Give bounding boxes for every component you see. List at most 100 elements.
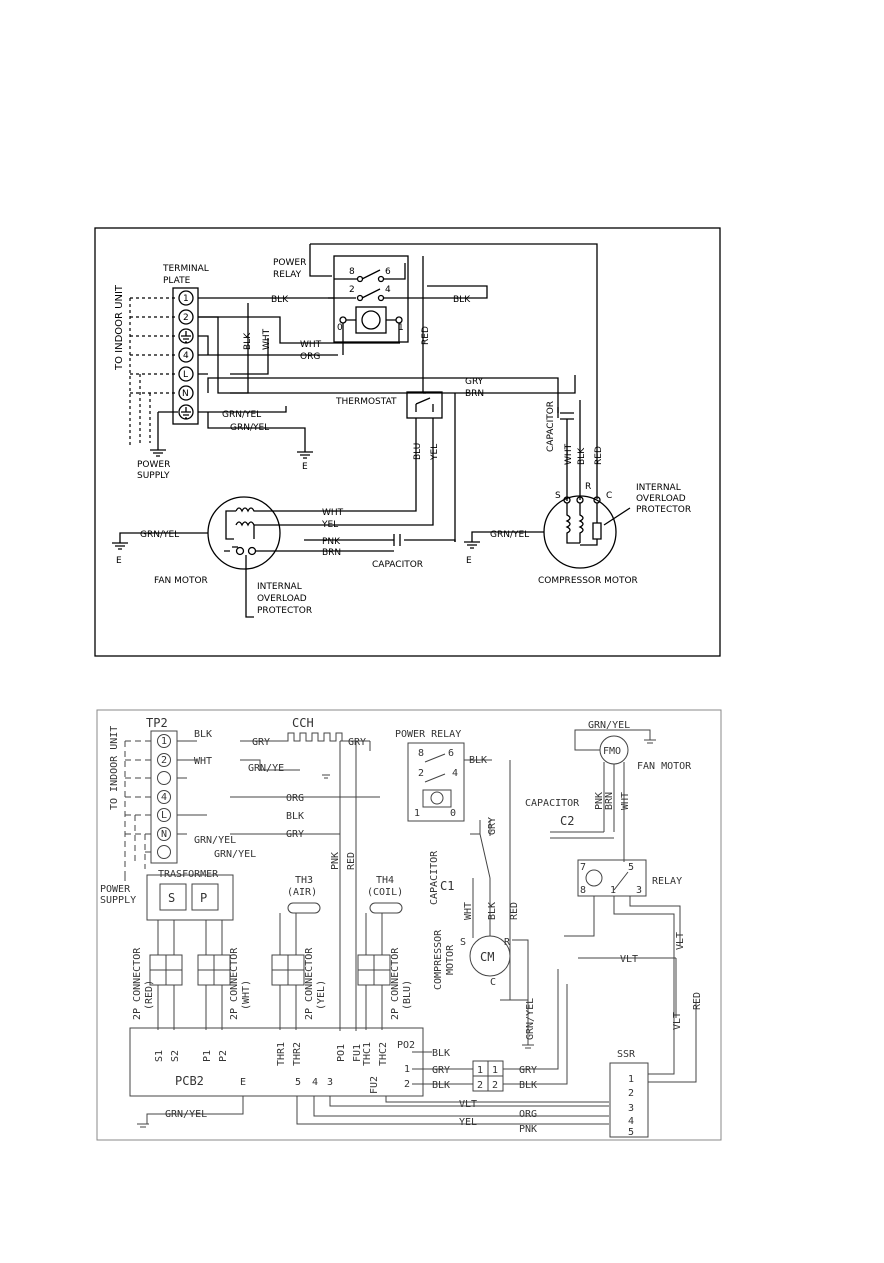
relay-pin-2: 2: [349, 285, 355, 295]
pcb2-box: [129, 1027, 424, 1097]
relay-pin-4: 4: [385, 285, 391, 295]
d2-indoor-dashed: [124, 740, 152, 871]
th4-sensor: [369, 902, 403, 914]
terminal-4: 4: [183, 351, 189, 361]
to-indoor-unit-label: TO INDOOR UNIT: [114, 284, 125, 371]
d2-wire-blk-3: BLK: [469, 755, 487, 766]
d2-wire-grnyel-2: GRN/YEL: [214, 849, 256, 860]
d2-fan-pnk: PNK: [594, 792, 605, 810]
transformer-label: TRASFORMER: [158, 869, 219, 880]
ssr-3: 3: [628, 1103, 634, 1114]
cn-1a: 1: [477, 1065, 483, 1076]
terminal-plate: [172, 287, 199, 425]
wire-grnyel-1: GRN/YEL: [222, 410, 261, 420]
compressor-motor-label: COMPRESSOR MOTOR: [538, 576, 638, 586]
iop-fan-2: OVERLOAD: [257, 594, 307, 604]
iop-fan-1: INTERNAL: [257, 582, 302, 592]
wire-wht-2: WHT: [300, 340, 322, 350]
conn-red-1: 2P CONNECTOR: [132, 947, 143, 1020]
d2-comp-wires: [470, 760, 529, 1001]
cch-label: CCH: [292, 716, 314, 730]
fan-wires: [304, 490, 456, 552]
d2-wire-blk-1: BLK: [194, 729, 212, 740]
wire-pnk: PNK: [322, 537, 341, 547]
d2-capacitor-v-label: CAPACITOR: [429, 850, 440, 905]
supply-ground: [150, 411, 178, 457]
wire-grnyel-2: GRN/YEL: [230, 423, 269, 433]
pcb-pin-po1: PO1: [336, 1044, 347, 1062]
d2-relay-0: 0: [450, 808, 456, 819]
th3-sensor: [287, 902, 321, 914]
relay-num-5: 5: [628, 862, 634, 873]
d2-comp-label-2: MOTOR: [445, 944, 456, 975]
d2-wire-grnyel-5: GRN/YEL: [588, 720, 630, 731]
power-relay-box: [333, 255, 409, 343]
wire-blu: BLU: [413, 443, 423, 460]
fan-windings: [224, 507, 304, 552]
th3-label-1: TH3: [295, 875, 313, 886]
relay-pin-8: 8: [349, 267, 355, 277]
cn-1b: 1: [492, 1065, 498, 1076]
d2-relay-wires: [564, 871, 681, 1075]
relay-wires: [309, 243, 598, 444]
wire-brn: BRN: [465, 389, 484, 399]
iop-comp-arrow: [603, 507, 631, 526]
d2-fan-wht: WHT: [620, 792, 631, 810]
d2-wire-vlt-3: VLT: [620, 954, 638, 965]
terminal-l: L: [183, 370, 188, 380]
d2-wire-grnyel-4: GRN/YEL: [525, 998, 536, 1040]
d2-wire-pnk-2: PNK: [519, 1124, 537, 1135]
d2-relay-8: 8: [418, 748, 424, 759]
d2-wire-grnye: GRN/YE: [248, 763, 284, 774]
ground-symbols: [181, 331, 191, 419]
tp2-label: TP2: [146, 716, 168, 730]
wiring-diagram-1: TERMINAL PLATE 1 2 4 L N TO INDOOR UNIT …: [94, 227, 721, 657]
wire-yel-2: YEL: [321, 520, 338, 530]
wiring-diagram-2: TP2 CCH POWER RELAY 1 2 4 L N TO INDOOR …: [96, 709, 722, 1141]
d2-wire-grnyel-1: GRN/YEL: [194, 835, 236, 846]
d2-comp-c: C: [490, 977, 496, 988]
tp2-term-1: 1: [161, 736, 167, 747]
ground-e-3: E: [466, 556, 472, 566]
d2-relay-2: 2: [418, 768, 424, 779]
pcb-pin-s2: S2: [170, 1050, 181, 1062]
iop-fan-3: PROTECTOR: [257, 606, 312, 616]
comp-ground: [464, 531, 544, 549]
wire-grnyel-4: GRN/YEL: [490, 530, 529, 540]
supply-dashed-wires: [129, 298, 151, 448]
conn-red-2: (RED): [144, 980, 155, 1010]
pcb-pin-thc1: THC1: [362, 1042, 373, 1066]
pcb-pin-fu2: FU2: [369, 1076, 380, 1094]
thermostat-switch: [415, 397, 434, 412]
relay-num-7: 7: [580, 862, 586, 873]
po2-num-2: 2: [404, 1079, 410, 1090]
thermostat-box: [406, 391, 443, 419]
iop-comp-2: OVERLOAD: [636, 494, 686, 504]
d2-relay-4: 4: [452, 768, 458, 779]
conn-yel-1: 2P CONNECTOR: [304, 947, 315, 1020]
d2-wire-blk-2: BLK: [286, 811, 304, 822]
ssr-4: 4: [628, 1116, 634, 1127]
d2-connector-wires: [157, 913, 383, 1030]
d2-wire-wht-2: WHT: [463, 902, 474, 920]
d2-wire-blk-6: BLK: [519, 1080, 537, 1091]
wire-wht-4: WHT: [322, 508, 344, 518]
pcb-pin-s1: S1: [154, 1050, 165, 1062]
terminal-2: 2: [183, 313, 189, 323]
indoor-dashed-wires: [130, 297, 178, 394]
d2-wire-vlt-1: VLT: [459, 1099, 477, 1110]
comp-c: C: [606, 491, 612, 501]
d2-comp-label-1: COMPRESSOR: [433, 929, 444, 990]
thermostat-label: THERMOSTAT: [335, 397, 397, 407]
wire-org: ORG: [300, 352, 320, 362]
d2-relay-6: 6: [448, 748, 454, 759]
red-wire: [422, 256, 426, 394]
relay-num-3: 3: [636, 885, 642, 896]
tp2-term-2: 2: [161, 755, 167, 766]
gry-brn-wires: [207, 375, 576, 542]
pcb-pin-p1: P1: [202, 1050, 213, 1062]
d2-power-supply-1: POWER: [100, 884, 131, 895]
wire-wht-3: WHT: [564, 443, 574, 465]
conn-blu-2: (BLU): [402, 980, 413, 1010]
